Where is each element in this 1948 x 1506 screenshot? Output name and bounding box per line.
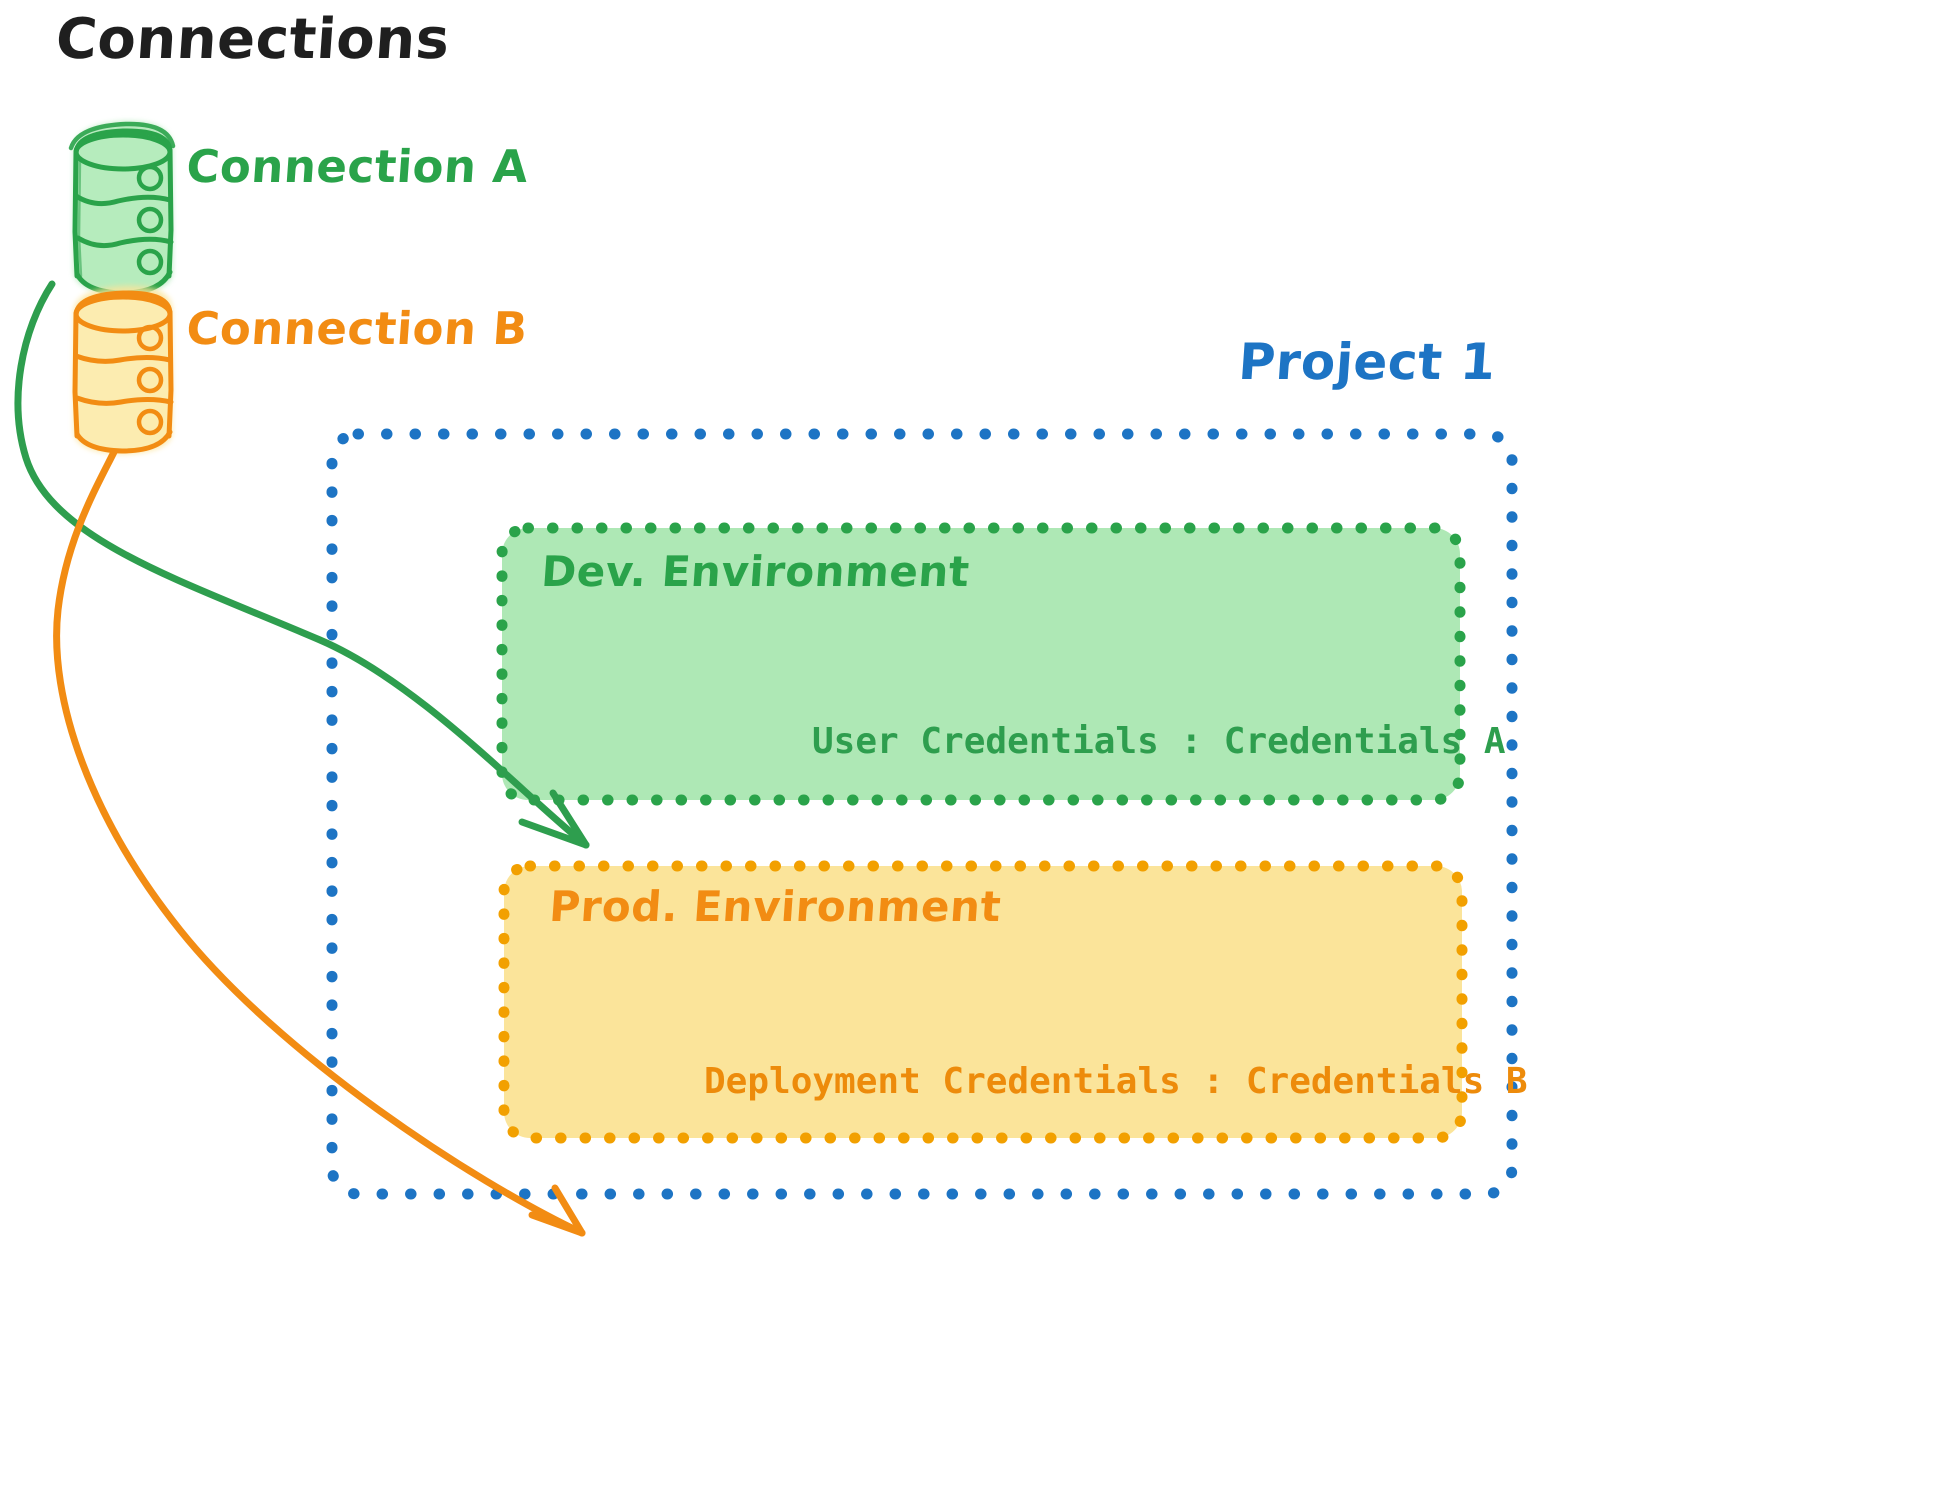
prod-environment-container[interactable] [500, 862, 1465, 1140]
connection-b-label[interactable]: Connection B [184, 302, 530, 355]
arrow-connection-b-to-prod [53, 448, 586, 1237]
prod-environment-box[interactable] [498, 860, 1468, 1144]
prod-environment-credentials: Deployment Credentials : Credentials B [704, 1061, 1528, 1102]
dev-environment-credentials: User Credentials : Credentials A [812, 721, 1506, 762]
project-boundary-dotted-rect [326, 428, 1518, 1200]
database-cylinder-icon-green[interactable] [68, 121, 176, 296]
connection-a-label[interactable]: Connection A [184, 140, 531, 193]
database-cylinder-icon-orange[interactable] [72, 285, 174, 454]
database-cylinder-icon-connection-a[interactable] [66, 118, 176, 236]
database-cylinder-icon-connection-b[interactable] [66, 282, 176, 392]
page-title: Connections [53, 7, 452, 72]
dev-environment-container[interactable] [498, 524, 1463, 802]
arrow-connection-a-to-dev [14, 280, 590, 849]
dev-environment-box[interactable] [496, 522, 1466, 806]
project-title: Project 1 [1236, 333, 1498, 391]
